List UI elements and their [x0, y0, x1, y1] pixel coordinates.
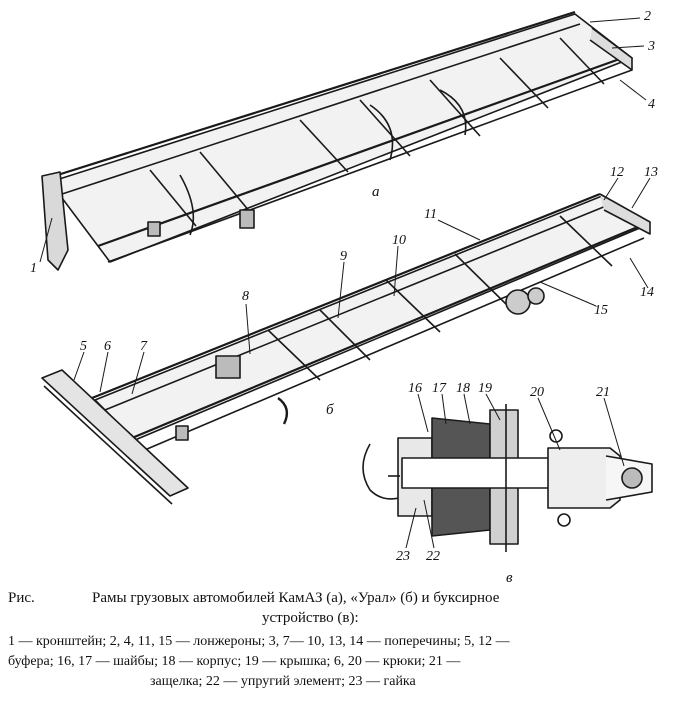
callout-11: 11 [424, 207, 437, 222]
callout-17: 17 [432, 381, 447, 396]
callout-19: 19 [478, 381, 492, 396]
caption-title-line1: Рамы грузовых автомобилей КамАЗ (а), «Ур… [92, 590, 500, 606]
subfigure-label-a: а [372, 184, 380, 200]
caption-prefix: Рис. [8, 590, 35, 606]
callout-4: 4 [648, 97, 655, 112]
callout-22: 22 [426, 549, 440, 564]
frame-a-kamaz [41, 10, 633, 271]
callout-20: 20 [530, 385, 544, 400]
figure-caption: Рис. Рамы грузовых автомобилей КамАЗ (а)… [0, 588, 683, 708]
callout-12: 12 [610, 165, 624, 180]
subfigure-label-b: б [326, 402, 334, 418]
callout-6: 6 [104, 339, 111, 354]
callout-5: 5 [80, 339, 87, 354]
callout-10: 10 [392, 233, 406, 248]
callout-9: 9 [340, 249, 347, 264]
legend-line2: буфера; 16, 17 — шайбы; 18 — корпус; 19 … [8, 654, 461, 669]
figure-drawing: а б в 1 2 3 4 5 6 7 8 9 10 11 12 13 14 1… [30, 9, 658, 586]
frame-b-ural [41, 192, 651, 505]
callout-7: 7 [140, 339, 148, 354]
callout-2: 2 [644, 9, 651, 24]
legend-line1: 1 — кронштейн; 2, 4, 11, 15 — лонжероны;… [8, 634, 510, 649]
detail-c-towing-device [362, 404, 653, 552]
callout-23: 23 [396, 549, 410, 564]
callout-8: 8 [242, 289, 249, 304]
callout-13: 13 [644, 165, 658, 180]
callout-16: 16 [408, 381, 422, 396]
callout-15: 15 [594, 303, 608, 318]
legend-line3: защелка; 22 — упругий элемент; 23 — гайк… [150, 674, 416, 689]
callout-14: 14 [640, 285, 654, 300]
subfigure-label-c: в [506, 570, 513, 586]
callout-18: 18 [456, 381, 470, 396]
callout-21: 21 [596, 385, 610, 400]
caption-title-line2: устройство (в): [262, 610, 359, 626]
callout-1: 1 [30, 261, 37, 276]
callout-3: 3 [647, 39, 655, 54]
